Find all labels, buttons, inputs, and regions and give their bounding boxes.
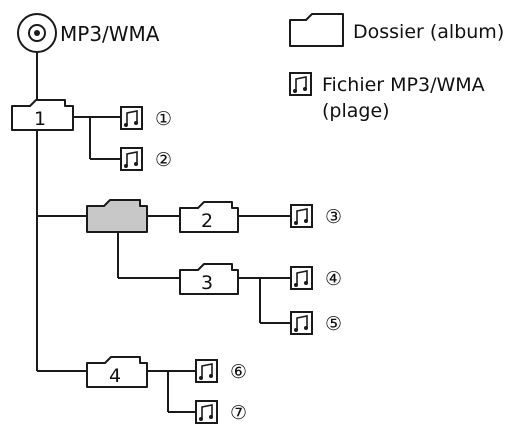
- music-file-icon: [195, 359, 218, 383]
- root-label: MP3/WMA: [60, 22, 160, 46]
- music-file-icon: [289, 72, 312, 96]
- music-file-t5: ⑤: [290, 311, 342, 335]
- folder-3: 3: [179, 263, 239, 295]
- folder-1: 1: [11, 99, 74, 131]
- music-file-icon: [290, 266, 313, 290]
- folder-4-label: 4: [109, 365, 121, 387]
- disc-icon: [17, 13, 57, 53]
- music-file-icon: [120, 106, 143, 130]
- track-number-t5: ⑤: [325, 313, 342, 335]
- legend-file-label-line2: (plage): [322, 100, 390, 122]
- music-file-t1: ①: [120, 106, 172, 130]
- music-files: ① ② ③ ④ ⑤ ⑥ ⑦: [120, 106, 342, 424]
- legend-folder-label: Dossier (album): [353, 21, 504, 43]
- folder-highlighted: [86, 199, 148, 233]
- music-file-icon: [195, 400, 218, 424]
- music-file-t7: ⑦: [195, 400, 247, 424]
- legend-file-label-line1: Fichier MP3/WMA: [322, 74, 485, 96]
- folder-2: 2: [179, 201, 239, 233]
- tree-connectors: [36, 51, 290, 413]
- folder-1-label: 1: [34, 108, 46, 130]
- music-file-icon: [290, 311, 313, 335]
- music-file-t6: ⑥: [195, 359, 247, 383]
- track-number-t4: ④: [325, 268, 342, 290]
- folder-icon: [289, 13, 344, 47]
- folder-4: 4: [86, 356, 148, 388]
- track-number-t2: ②: [155, 149, 172, 171]
- track-number-t3: ③: [325, 206, 342, 228]
- folder-3-label: 3: [201, 272, 213, 294]
- track-number-t1: ①: [155, 108, 172, 130]
- music-file-t2: ②: [120, 147, 172, 171]
- music-file-t4: ④: [290, 266, 342, 290]
- track-number-t7: ⑦: [230, 402, 247, 424]
- music-file-icon: [290, 204, 313, 228]
- music-file-t3: ③: [290, 204, 342, 228]
- folder-2-label: 2: [201, 210, 213, 232]
- music-file-icon: [120, 147, 143, 171]
- track-number-t6: ⑥: [230, 361, 247, 383]
